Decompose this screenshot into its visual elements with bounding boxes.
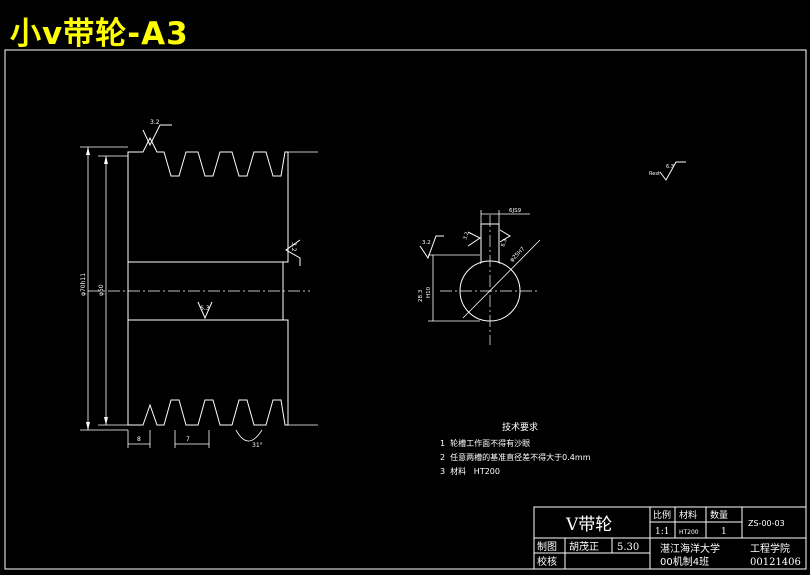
drawn-label: 制图	[537, 540, 557, 553]
dim-groove-angle: 31°	[252, 442, 263, 449]
dim-left-width: 8	[137, 436, 141, 443]
material-value: HT200	[679, 529, 699, 536]
dim-pitch-diameter: φ50	[98, 284, 105, 296]
dim-bore-diameter: φ25H7	[509, 246, 527, 264]
pulley-front-view: φ70h11 φ50 3.2 3.2 6.3 8 7 31°	[80, 119, 318, 449]
dim-height-tolerance: H10	[426, 286, 432, 298]
surface-finish-note: Rest 6.3	[649, 161, 686, 181]
scale-header: 比例	[653, 509, 671, 521]
student-id: 00121406	[750, 557, 801, 568]
title-block: V带轮 比例 材料 数量 1:1 HT200 1 ZS-00-03 制图 胡茂正…	[533, 506, 807, 570]
roughness-symbol-side: 3.2	[285, 239, 301, 266]
part-name: V带轮	[565, 515, 612, 535]
technical-requirements: 技术要求 1 轮槽工作面不得有沙眼 2 任意两槽的基准直径差不得大于0.4mm …	[440, 421, 591, 476]
roughness-symbol-keyway-right: 6.3	[499, 229, 511, 248]
svg-text:3.2: 3.2	[290, 242, 297, 252]
material-header: 材料	[679, 509, 697, 521]
drawn-date: 5.30	[617, 542, 639, 553]
svg-text:6.3: 6.3	[666, 164, 674, 170]
quantity-header: 数量	[710, 509, 728, 521]
svg-text:3.2: 3.2	[462, 231, 470, 241]
pulley-upper-section	[127, 136, 289, 263]
roughness-symbol-bore: 6.3	[197, 301, 213, 320]
roughness-symbol-top: 3.2	[142, 119, 172, 147]
school-name: 工程学院	[750, 542, 790, 555]
dim-key-depth: 28.3	[418, 289, 424, 302]
tech-req-heading: 技术要求	[502, 421, 538, 433]
svg-text:6.3: 6.3	[500, 238, 508, 248]
svg-text:6.3: 6.3	[200, 305, 210, 312]
tech-req-item-1: 1 轮槽工作面不得有沙眼	[440, 438, 530, 448]
dim-groove-pitch: 7	[186, 436, 190, 443]
drawing-frame	[4, 49, 807, 570]
drawing-title: 小v带轮-A3	[10, 16, 189, 52]
roughness-symbol-keyway: 3.2	[462, 231, 481, 247]
quantity-value: 1	[721, 527, 727, 537]
check-label: 校核	[537, 555, 557, 568]
pulley-lower-section	[127, 319, 289, 426]
dim-outer-diameter: φ70h11	[80, 273, 87, 296]
roughness-symbol-section-left: 3.2	[419, 235, 444, 260]
hub-section-view: φ25H7 6JS9 28.3 H10 3.2 3.2 6.3	[418, 208, 541, 345]
class-name: 00机制4班	[660, 555, 709, 568]
scale-value: 1:1	[655, 527, 669, 537]
university-name: 湛江海洋大学	[660, 542, 720, 555]
svg-text:3.2: 3.2	[150, 119, 160, 126]
svg-text:Rest: Rest	[649, 171, 660, 177]
tech-req-item-3: 3 材料 HT200	[440, 466, 500, 476]
tech-req-item-2: 2 任意两槽的基准直径差不得大于0.4mm	[440, 452, 591, 462]
drawn-name: 胡茂正	[569, 540, 599, 553]
dim-key-width: 6JS9	[509, 208, 522, 214]
drawing-number: ZS-00-03	[748, 519, 785, 528]
svg-text:3.2: 3.2	[422, 240, 431, 246]
